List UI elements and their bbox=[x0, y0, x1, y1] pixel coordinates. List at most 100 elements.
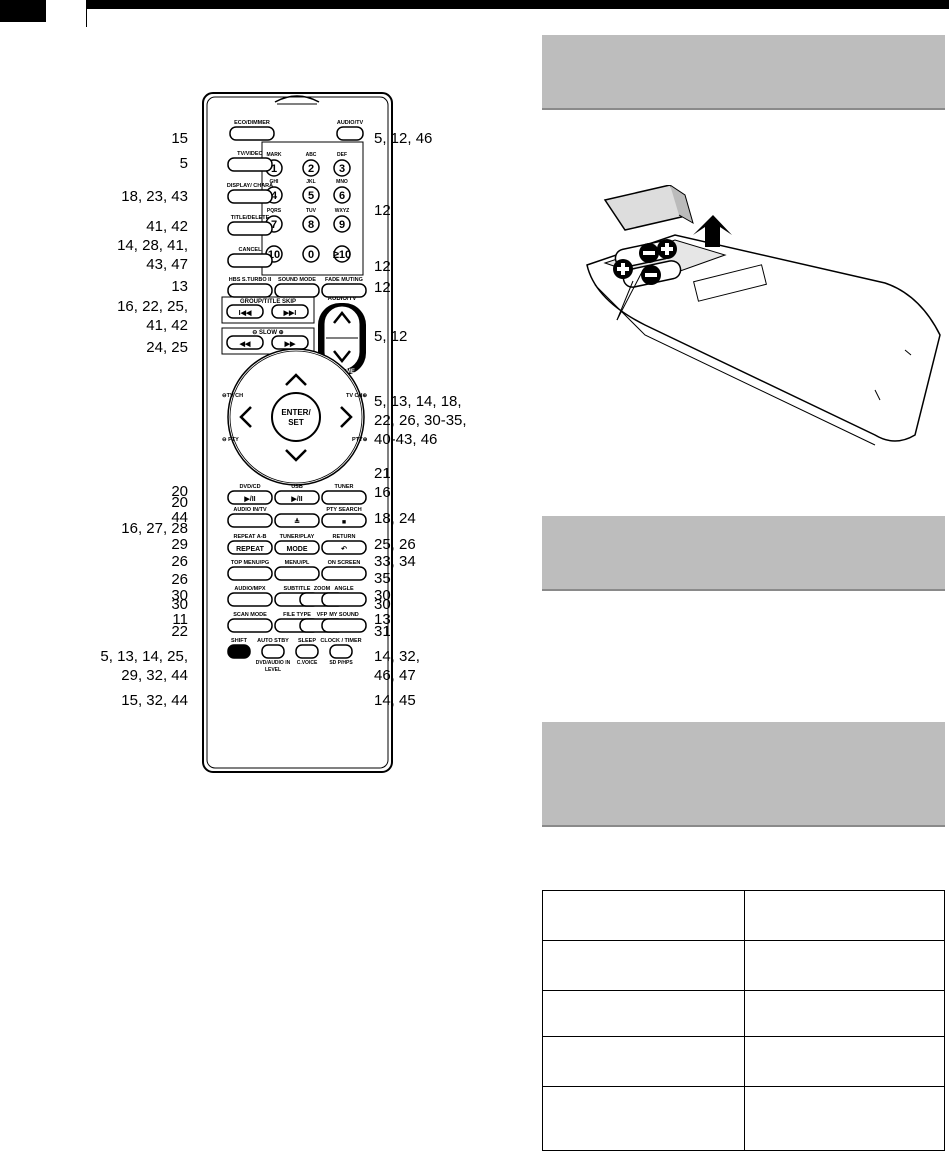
callout-right: 40-43, 46 bbox=[374, 431, 437, 448]
topmenu-button[interactable]: TOP MENU/PG bbox=[227, 560, 273, 581]
dpad-down-icon[interactable] bbox=[285, 449, 307, 462]
slow-frame bbox=[221, 327, 315, 355]
callout-right: 31 bbox=[374, 623, 391, 640]
numpad-key-0[interactable]: 0 bbox=[302, 245, 320, 263]
numpad-digit: 8 bbox=[308, 219, 314, 231]
enter-set-button[interactable] bbox=[271, 392, 321, 442]
tvvideo-button[interactable]: TV/VIDEO bbox=[227, 151, 273, 172]
onscreen-button[interactable]: ON SCREEN bbox=[321, 560, 367, 581]
level-label: LEVEL bbox=[265, 667, 281, 673]
callout-left: 22 bbox=[171, 623, 188, 640]
autostby-button[interactable]: AUTO STBY bbox=[257, 638, 289, 659]
display-label: DISPLAY/ CHARA bbox=[227, 183, 273, 189]
callout-left: 30 bbox=[171, 596, 188, 613]
tunerplay-label: TUNER/PLAY bbox=[280, 534, 315, 540]
vfp-label: VFP bbox=[317, 612, 328, 618]
callout-right: 22, 26, 30-35, bbox=[374, 412, 467, 429]
tuner-label: TUNER bbox=[335, 484, 354, 490]
tunerplay-symbol: MODE bbox=[287, 546, 308, 553]
numpad-letters: MNO bbox=[336, 179, 348, 185]
callout-right: 5, 12, 46 bbox=[374, 130, 432, 147]
tunerplay-button[interactable]: TUNER/PLAY MODE bbox=[274, 534, 320, 555]
titledel-label: TITLE/DELETE bbox=[231, 215, 270, 221]
soundmode-button[interactable]: SOUND MODE bbox=[274, 277, 320, 298]
dpad-up-icon[interactable] bbox=[285, 373, 307, 386]
volume-down-icon bbox=[333, 350, 351, 364]
shift-button[interactable]: SHIFT bbox=[227, 638, 251, 659]
fademute-button[interactable]: FADE MUTING bbox=[321, 277, 367, 298]
group-title-skip-label: GROUP/TITLE SKIP bbox=[240, 299, 296, 305]
numpad-letters: DEF bbox=[337, 152, 347, 158]
skip-back-button[interactable]: I◀◀ bbox=[226, 304, 264, 319]
sleep-button[interactable]: SLEEP bbox=[295, 638, 319, 659]
callout-left: 16, 22, 25, bbox=[117, 298, 188, 315]
scanmode-label: SCAN MODE bbox=[233, 612, 267, 618]
callout-right: 35 bbox=[374, 570, 391, 587]
display-button[interactable]: DISPLAY/ CHARA bbox=[227, 183, 273, 204]
audiotv-button[interactable]: AUDIO/TV bbox=[336, 120, 364, 141]
table-row bbox=[542, 890, 945, 941]
clock-button[interactable]: CLOCK / TIMER bbox=[320, 638, 362, 659]
return-button[interactable]: RETURN↶ bbox=[321, 534, 367, 555]
titledel-button[interactable]: TITLE/DELETE bbox=[227, 215, 273, 236]
callout-left: 16, 27, 28 bbox=[121, 520, 188, 537]
mysound-button[interactable]: MY SOUND bbox=[321, 612, 367, 633]
top-rule-tick bbox=[86, 9, 87, 27]
remote-inner bbox=[206, 96, 389, 769]
dpad-right-icon[interactable] bbox=[340, 406, 353, 428]
filetype-label: FILE TYPE bbox=[283, 612, 311, 618]
top-rule bbox=[86, 0, 949, 9]
usb-button[interactable]: USB▶/II bbox=[274, 484, 320, 505]
cancel-button[interactable]: CANCEL bbox=[227, 247, 273, 268]
audiompx-label: AUDIO/MPX bbox=[234, 586, 266, 592]
shift-label: SHIFT bbox=[231, 638, 248, 644]
eco-button[interactable]: ECO/DIMMER bbox=[229, 120, 275, 141]
remote-control-diagram: MARK1ABC2DEF3GHI4JKL5MNO6PQRS7TUV8WXYZ91… bbox=[100, 92, 467, 773]
usb-label: USB bbox=[291, 484, 303, 490]
numpad-letters: PQRS bbox=[267, 208, 282, 214]
rewind-button[interactable]: ◀◀ bbox=[226, 335, 264, 350]
eject-symbol: ≜ bbox=[294, 517, 300, 526]
ptysearch-symbol: ■ bbox=[342, 519, 346, 526]
numpad-digit: 3 bbox=[339, 163, 345, 175]
audioin-label: AUDIO IN/TV bbox=[233, 507, 267, 513]
numpad-key-≥10[interactable]: ≥10 bbox=[333, 245, 351, 263]
eject-button[interactable]: ≜ bbox=[274, 513, 320, 528]
enter-label: ENTER/ bbox=[281, 408, 311, 417]
audiompx-button[interactable]: AUDIO/MPX bbox=[227, 586, 273, 607]
section-header-1 bbox=[542, 35, 945, 110]
onscreen-label: ON SCREEN bbox=[328, 560, 361, 566]
dpad-left-icon[interactable] bbox=[239, 406, 252, 428]
ptysearch-button[interactable]: PTY SEARCH■ bbox=[321, 507, 367, 528]
audioin-button[interactable]: AUDIO IN/TV bbox=[227, 507, 273, 528]
callout-left: 15 bbox=[171, 130, 188, 147]
autostby-label: AUTO STBY bbox=[257, 638, 289, 644]
skip-forward-button[interactable]: ▶▶I bbox=[271, 304, 309, 319]
numpad-key-3[interactable]: DEF 3 bbox=[333, 152, 351, 177]
skip-forward-symbol: ▶▶I bbox=[283, 310, 297, 317]
callout-right: 13 bbox=[374, 611, 391, 628]
topmenu-label: TOP MENU/PG bbox=[231, 560, 269, 566]
slow-label: ⊖ SLOW ⊕ bbox=[252, 330, 283, 336]
dvdcd-button[interactable]: DVD/CD▶/II bbox=[227, 484, 273, 505]
eco-label: ECO/DIMMER bbox=[234, 120, 270, 126]
fast-forward-button[interactable]: ▶▶ bbox=[271, 335, 309, 350]
scanmode-button[interactable]: SCAN MODE bbox=[227, 612, 273, 633]
angle-button[interactable]: ANGLE bbox=[321, 586, 367, 607]
callout-left: 20 bbox=[171, 483, 188, 500]
callout-left: 41, 42 bbox=[146, 218, 188, 235]
numpad-letters: MARK bbox=[267, 152, 282, 158]
spec-table bbox=[542, 890, 945, 1151]
menupl-button[interactable]: MENU/PL bbox=[274, 560, 320, 581]
tuner-button[interactable]: TUNER bbox=[321, 484, 367, 505]
hbs-button[interactable]: HBS S.TURBO II bbox=[227, 277, 273, 298]
ir-window bbox=[274, 95, 320, 103]
dvd-audio-in-label: DVD/AUDIO IN bbox=[256, 660, 291, 666]
mysound-label: MY SOUND bbox=[329, 612, 359, 618]
